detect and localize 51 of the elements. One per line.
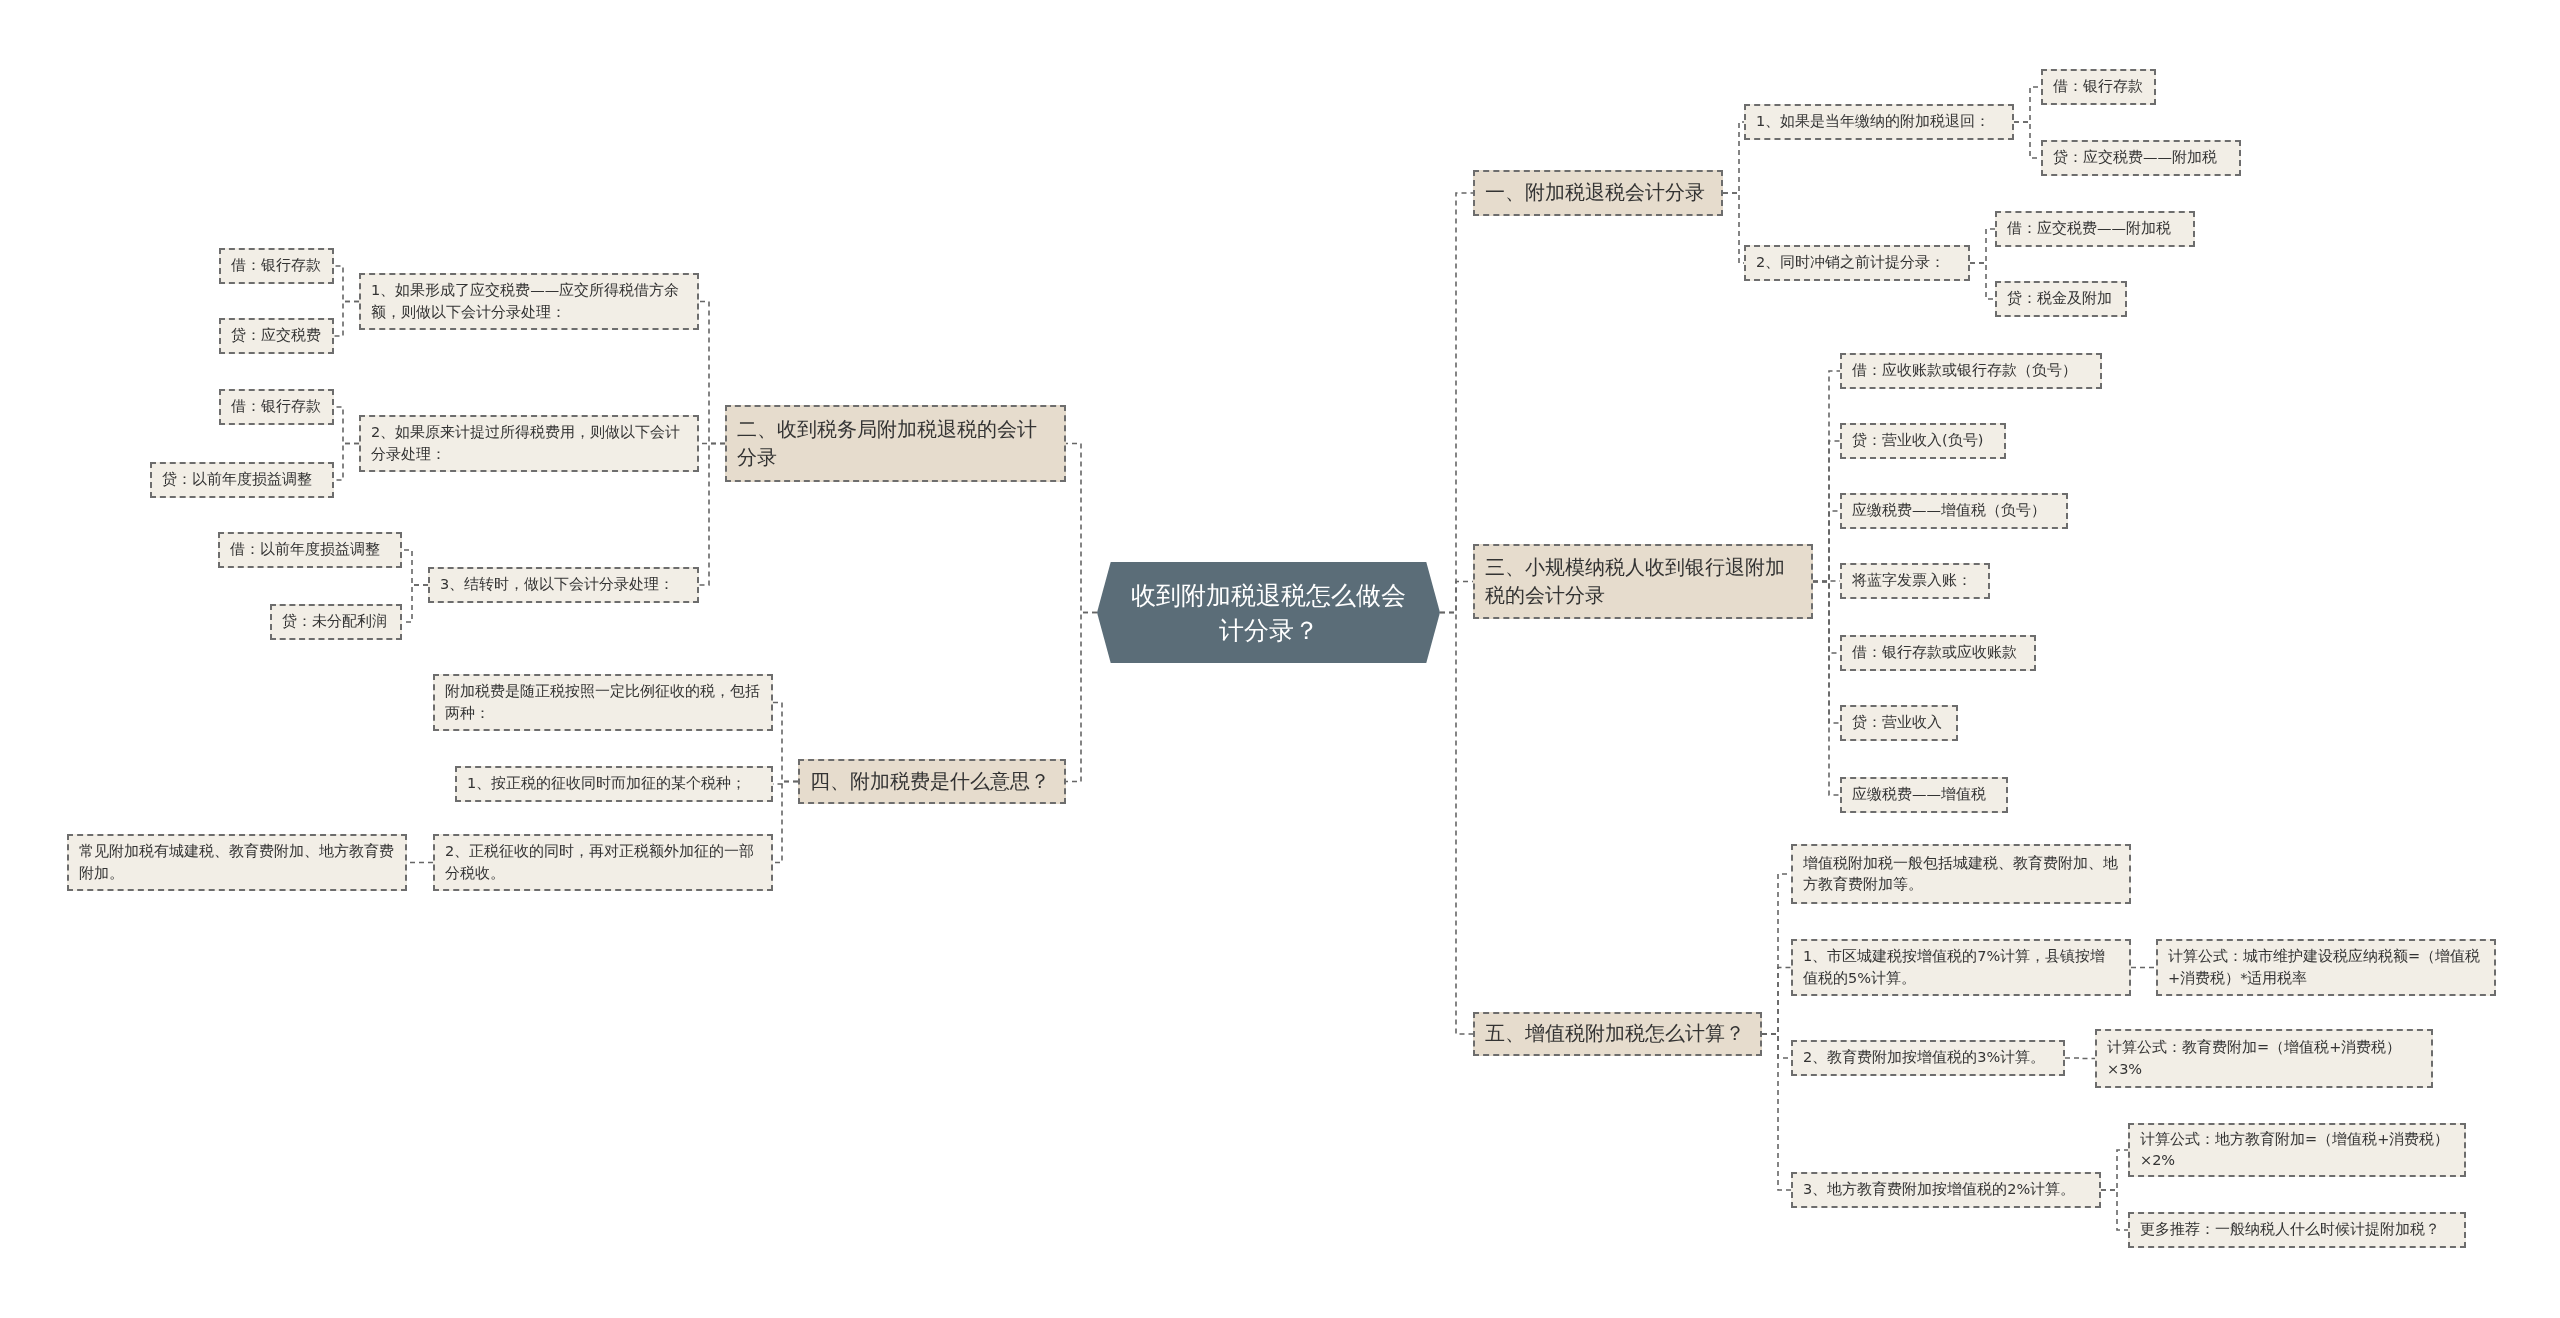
subtopic-box: 1、如果是当年缴纳的附加税退回： [1744, 104, 2014, 140]
branch-topic: 一、附加税退税会计分录 [1473, 170, 1723, 216]
subtopic-box: 借：银行存款 [2041, 69, 2156, 105]
subtopic-box: 应缴税费——增值税 [1840, 777, 2008, 813]
branch-topic: 五、增值税附加税怎么计算？ [1473, 1012, 1762, 1056]
subtopic-box: 将蓝字发票入账： [1840, 563, 1990, 599]
subtopic-box: 借：以前年度损益调整 [218, 532, 402, 568]
subtopic-box: 贷：营业收入 [1840, 705, 1958, 741]
subtopic-box: 贷：以前年度损益调整 [150, 462, 334, 498]
subtopic-box: 常见附加税有城建税、教育费附加、地方教育费附加。 [67, 834, 407, 891]
connector-line [2100, 1189, 2129, 1231]
branch-topic: 四、附加税费是什么意思？ [798, 759, 1066, 804]
subtopic-box: 1、市区城建税按增值税的7%计算，县镇按增值税的5%计算。 [1791, 939, 2131, 996]
subtopic-box: 2、正税征收的同时，再对正税额外加征的一部分税收。 [433, 834, 773, 891]
subtopic-box: 应缴税费——增值税（负号） [1840, 493, 2068, 529]
connector-line [1761, 1033, 1792, 1191]
branch-topic: 三、小规模纳税人收到银行退附加税的会计分录 [1473, 544, 1813, 619]
subtopic-box: 借：应交税费——附加税 [1995, 211, 2195, 247]
subtopic-box: 贷：应交税费——附加税 [2041, 140, 2241, 176]
connector-line [1439, 611, 1474, 1035]
subtopic-box: 贷：税金及附加 [1995, 281, 2127, 317]
subtopic-box: 2、同时冲销之前计提分录： [1744, 245, 1970, 281]
subtopic-box: 借：银行存款 [219, 389, 334, 425]
connector-line [698, 442, 726, 586]
subtopic-box: 1、按正税的征收同时而加征的某个税种； [455, 766, 773, 802]
subtopic-box: 1、如果形成了应交税费——应交所得税借方余额，则做以下会计分录处理： [359, 273, 699, 330]
branch-topic: 二、收到税务局附加税退税的会计分录 [725, 405, 1066, 482]
subtopic-box: 借：银行存款或应收账款 [1840, 635, 2036, 671]
subtopic-box: 贷：营业收入(负号) [1840, 423, 2006, 459]
connector-line [1812, 580, 1841, 796]
subtopic-box: 2、教育费附加按增值税的3%计算。 [1791, 1040, 2065, 1076]
central-topic: 收到附加税退税怎么做会计分录？ [1097, 562, 1440, 663]
subtopic-box: 计算公式：教育费附加=（增值税+消费税）×3% [2095, 1029, 2433, 1088]
subtopic-box: 3、地方教育费附加按增值税的2%计算。 [1791, 1172, 2101, 1208]
subtopic-box: 计算公式：地方教育附加=（增值税+消费税）×2% [2128, 1123, 2466, 1178]
subtopic-box: 附加税费是随正税按照一定比例征收的税，包括两种： [433, 674, 773, 731]
subtopic-box: 增值税附加税一般包括城建税、教育费附加、地方教育费附加等。 [1791, 844, 2131, 904]
connector-line [772, 780, 799, 864]
connector-line [1969, 262, 1996, 300]
connector-line [2130, 966, 2157, 969]
subtopic-box: 3、结转时，做以下会计分录处理： [428, 567, 699, 603]
subtopic-box: 借：银行存款 [219, 248, 334, 284]
connector-line [1065, 611, 1098, 783]
subtopic-box: 贷：未分配利润 [270, 604, 402, 640]
subtopic-box: 借：应收账款或银行存款（负号） [1840, 353, 2102, 389]
subtopic-box: 2、如果原来计提过所得税费用，则做以下会计分录处理： [359, 415, 699, 472]
connector-line [2064, 1057, 2096, 1060]
connector-line [333, 300, 360, 337]
subtopic-box: 更多推荐：一般纳税人什么时候计提附加税？ [2128, 1212, 2466, 1248]
subtopic-box: 计算公式：城市维护建设税应纳税额=（增值税+消费税）*适用税率 [2156, 939, 2496, 996]
subtopic-box: 贷：应交税费 [219, 318, 334, 354]
